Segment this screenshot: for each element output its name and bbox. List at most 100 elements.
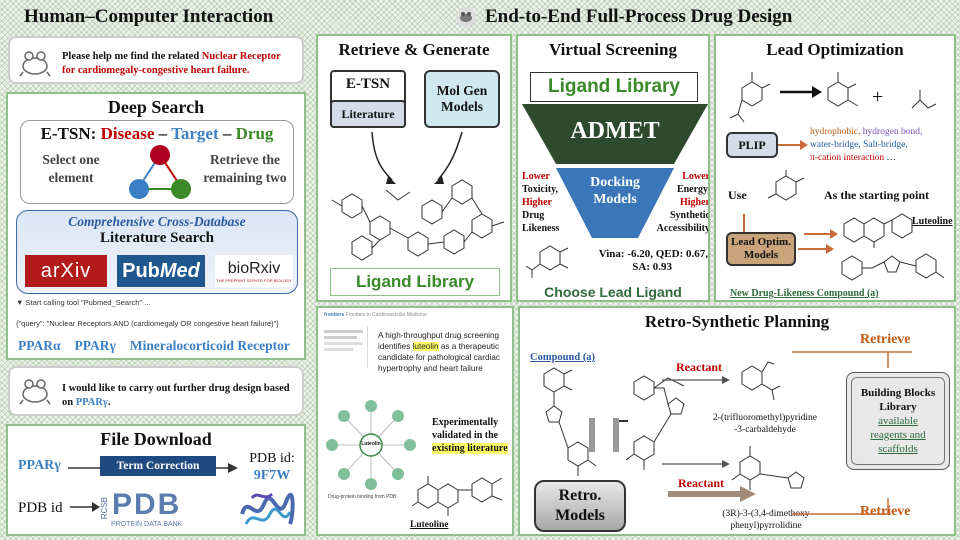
lo-hydrophobic: hydrophobic, — [810, 127, 861, 137]
lo-salt-bridge: Salt-bridge, — [863, 140, 908, 150]
result-1: PPARγ — [74, 338, 116, 353]
molecule-icon — [731, 446, 805, 490]
lo-pi-cation: π-cation interaction — [810, 153, 885, 163]
dash-2: – — [218, 124, 236, 143]
docking-line1: Docking — [590, 175, 640, 190]
exp-line3: existing literature — [432, 443, 508, 454]
lit-line2: Literature Search — [99, 230, 214, 246]
retro-title: Retro-Synthetic Planning — [644, 312, 830, 331]
retro-compound: Compound (a) — [530, 352, 596, 363]
higher-left: Higher — [522, 197, 552, 208]
molecule-icon — [843, 213, 913, 248]
plus-sign: + — [872, 86, 884, 108]
query-line: {"query": "Nuclear Receptors AND (cardio… — [16, 319, 279, 328]
network-icon — [326, 400, 416, 490]
admet-label: ADMET — [570, 118, 660, 144]
pubmed-a: Pub — [122, 259, 160, 282]
bb-line3: available — [878, 415, 918, 427]
disease-label: Disease — [100, 124, 155, 143]
molecule-icon — [411, 476, 503, 516]
frog-icon — [19, 51, 51, 77]
select-line1: Select one — [42, 152, 100, 167]
name-top-1: 2-(trifluoromethyl)pyridine — [713, 413, 817, 423]
rg-etsn: E-TSN — [345, 76, 391, 92]
left-title: Human–Computer Interaction — [24, 6, 274, 27]
deep-search-title: Deep Search — [107, 97, 205, 117]
lo-water-bridge: water-bridge, — [810, 140, 861, 150]
paper-headline-2a: identifies — [378, 342, 413, 351]
biorxiv-text: bioRxiv — [227, 259, 281, 277]
toxicity: Toxicity, — [522, 184, 559, 195]
result-2: Mineralocorticoid Receptor — [129, 338, 290, 353]
retrieve-line2: remaining two — [203, 170, 287, 185]
retrieve-top: Retrieve — [860, 332, 911, 347]
plip-box: PLIP — [726, 132, 778, 158]
molgen-box: Mol Gen Models — [424, 70, 500, 128]
molgen-line1: Mol Gen — [436, 83, 488, 98]
lower-right: Lower — [682, 171, 710, 182]
term-correction-box: Term Correction — [100, 456, 216, 476]
bb-line2: Library — [879, 401, 917, 413]
drug-word: Drug — [522, 210, 545, 221]
pubmed-b: Med — [159, 259, 200, 282]
retro-line2: Models — [555, 507, 605, 524]
rg-ligand-library: Ligand Library — [330, 268, 500, 296]
network-icon — [129, 145, 191, 199]
molgen-line2: Models — [441, 99, 483, 114]
lo-luteoline: Luteoline — [912, 216, 953, 227]
lower-left: Lower — [522, 171, 550, 182]
paper-binding-caption: Drug-protein binding from PDB — [328, 494, 397, 500]
target-label: Target — [171, 124, 219, 143]
vs-title: Virtual Screening — [549, 40, 677, 59]
lo-new-compound: New Drug-Likeness Compound (a) — [730, 288, 879, 299]
query2-prefix: on — [62, 397, 76, 408]
building-blocks-box: Building Blocks Library available reagen… — [846, 372, 950, 470]
lom-line2: Models — [743, 249, 779, 261]
name-top-2: -3-carbaldehyde — [734, 425, 796, 435]
query2-line1: I would like to carry out further drug d… — [62, 383, 290, 394]
choose-lead: Choose Lead Ligand — [544, 284, 682, 300]
separator-dash — [616, 420, 628, 422]
arrow-icon — [798, 244, 834, 254]
arrow-icon — [743, 214, 838, 238]
lo-use: Use — [728, 188, 747, 202]
molecule-icon — [526, 245, 569, 278]
rg-literature: Literature — [330, 100, 406, 128]
arxiv-logo: arXiv — [25, 255, 107, 287]
file-download-title: File Download — [100, 429, 212, 449]
paper-sidebar — [324, 326, 368, 368]
select-line2: element — [48, 170, 94, 185]
molecule-icon — [625, 375, 685, 470]
metrics-line1: Vina: -6.20, QED: 0.67, — [598, 248, 708, 260]
arrow-icon — [589, 418, 756, 502]
paper-luteoline: Luteoline — [410, 520, 449, 530]
name-bottom-1: (3R)-3-(3,4-dimethoxy — [722, 509, 810, 519]
molecule-icon — [543, 367, 597, 476]
paper-headline-2b: luteolin — [412, 342, 439, 351]
lit-line1: Comprehensive Cross-Database — [68, 214, 246, 229]
energy: Energy, — [676, 184, 710, 195]
paper-headline-3: candidate for pathological cardiac — [378, 353, 500, 362]
likeness: Likeness — [522, 223, 560, 234]
literature-search-box: Comprehensive Cross-Database Literature … — [16, 210, 298, 294]
lo-title: Lead Optimization — [766, 40, 904, 59]
query2-suffix: . — [107, 397, 111, 408]
results-row: PPARα PPARγ Mineralocorticoid Receptor — [18, 338, 290, 354]
retro-models-box: Retro. Models — [534, 480, 626, 532]
query1-highlight: Nuclear Receptor — [201, 51, 281, 62]
molecule-icon — [729, 72, 937, 123]
retro-panel: Retro-Synthetic Planning Compound (a) Re… — [518, 306, 956, 536]
arrow-icon — [662, 376, 730, 384]
accessibility: Accessibility — [656, 223, 710, 234]
molecule-icon — [767, 170, 805, 201]
biorxiv-logo: bioRxiv THE PREPRINT SERVER FOR BIOLOGY — [215, 255, 293, 287]
pdb-sub-text: PROTEIN DATA BANK — [111, 520, 183, 528]
query1-box: Please help me find the related Nuclear … — [8, 36, 304, 84]
paper-headline-4: hypertrophy and heart failure — [378, 364, 483, 373]
arrow-icon — [662, 460, 730, 468]
lo-hbond: hydrogen bond, — [862, 127, 923, 137]
retrieve-line1: Retrieve the — [209, 152, 281, 167]
query2-box: I would like to carry out further drug d… — [8, 366, 304, 416]
reactant-top: Reactant — [676, 360, 722, 374]
